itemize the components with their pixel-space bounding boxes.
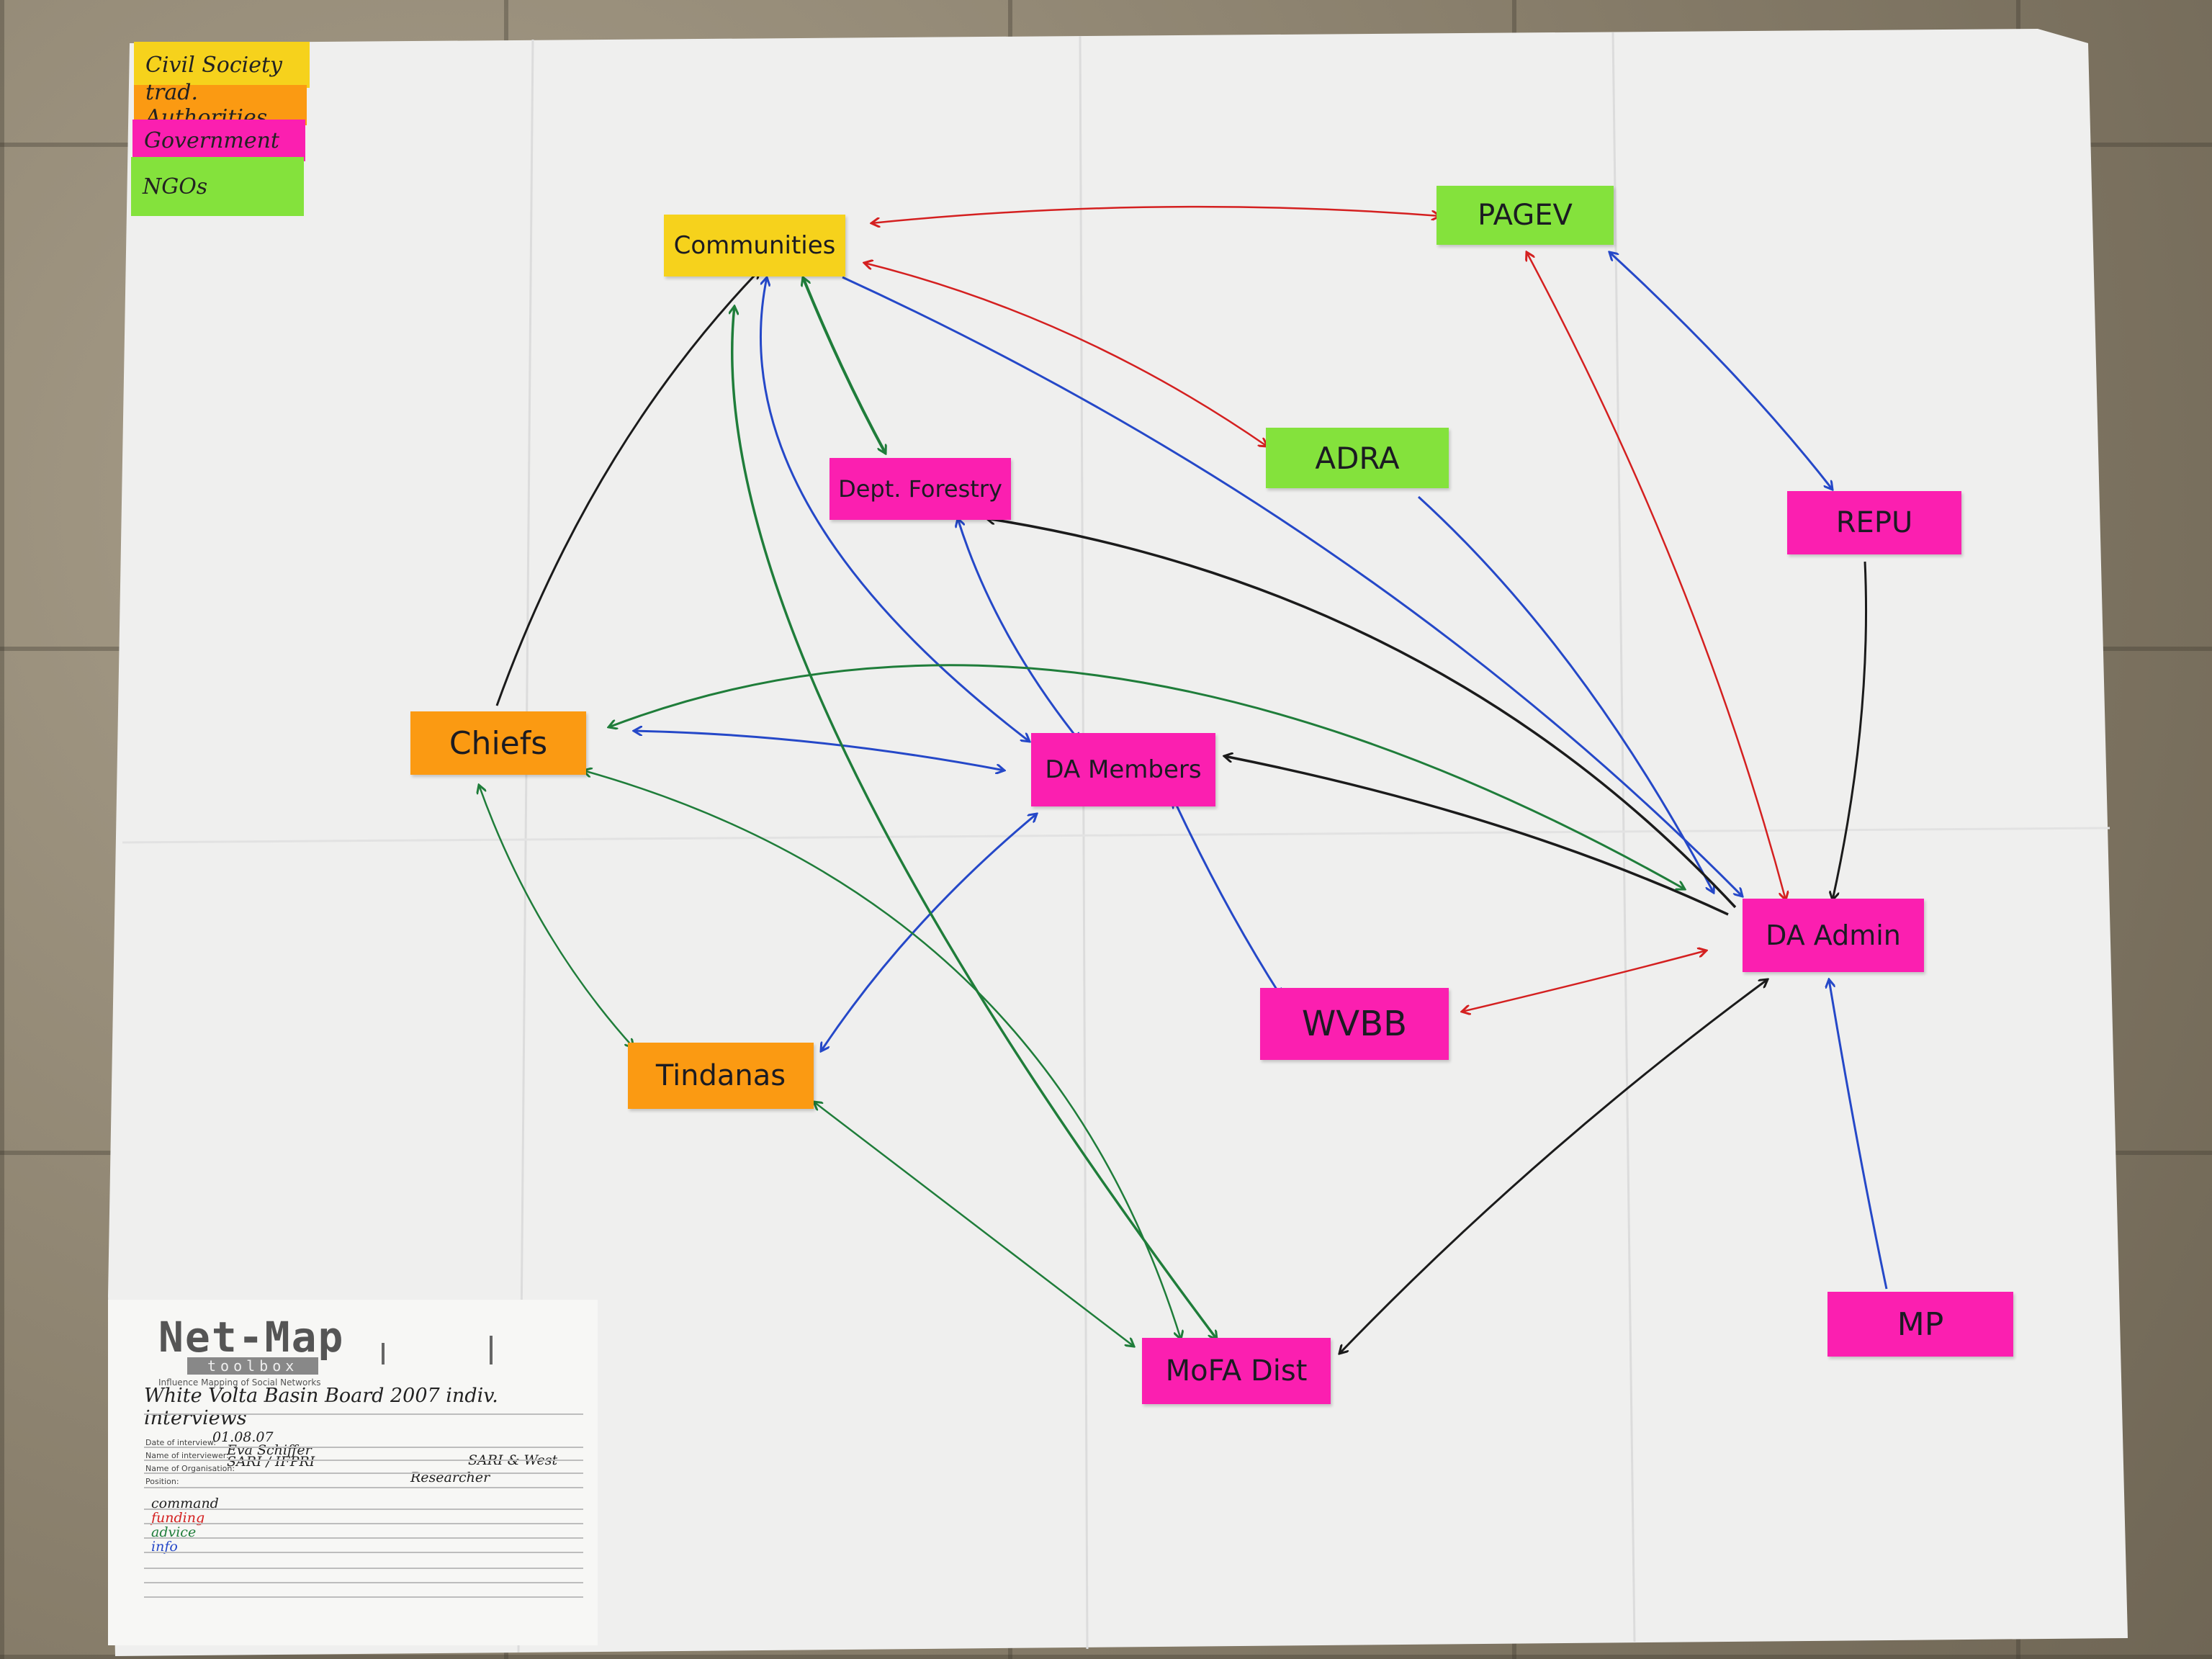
value-organisation: SARI / IFPRI <box>227 1454 315 1470</box>
partner-logo-2 <box>490 1336 579 1364</box>
node-wvbb[interactable]: WVBB <box>1260 988 1449 1060</box>
legend-trad-authorities: trad. Authorities <box>134 80 307 130</box>
link-command <box>1833 561 1868 900</box>
value-date: 01.08.07 <box>212 1429 274 1445</box>
key-advice: advice <box>151 1524 197 1540</box>
label-date: Date of interview: <box>145 1438 216 1447</box>
link-info <box>1609 252 1833 490</box>
value-interviewer: Eva Schiffer <box>227 1442 312 1458</box>
node-mofa-dist[interactable]: MoFA Dist <box>1142 1338 1331 1404</box>
node-adra[interactable]: ADRA <box>1266 428 1449 488</box>
study-title: White Volta Basin Board 2007 indiv. inte… <box>144 1385 498 1429</box>
node-da-admin[interactable]: DA Admin <box>1743 899 1924 972</box>
legend-ngos: NGOs <box>131 157 304 216</box>
form-line <box>144 1568 583 1569</box>
form-line <box>144 1552 583 1553</box>
netmap-tagline: Influence Mapping of Social Networks <box>158 1377 321 1388</box>
netmap-logo-title: Net-Map <box>158 1313 345 1362</box>
node-da-members[interactable]: DA Members <box>1031 733 1215 806</box>
legend-civil-society: Civil Society <box>134 42 310 88</box>
link-advice <box>479 785 634 1048</box>
key-command: command <box>151 1496 219 1511</box>
form-line <box>144 1460 583 1461</box>
link-command <box>495 270 760 706</box>
form-line <box>144 1582 583 1583</box>
link-command <box>1339 979 1768 1354</box>
netmap-form: Net-Map toolbox Influence Mapping of Soc… <box>108 1300 598 1645</box>
key-info: info <box>151 1539 178 1555</box>
link-funding <box>1527 252 1786 900</box>
link-funding <box>871 205 1440 223</box>
label-organisation: Name of Organisation: <box>145 1464 235 1473</box>
node-tindanas[interactable]: Tindanas <box>628 1043 814 1109</box>
node-dept-forestry[interactable]: Dept. Forestry <box>830 458 1011 520</box>
link-advice <box>608 664 1685 889</box>
link-info <box>1829 979 1888 1290</box>
legend-government: Government <box>132 120 305 161</box>
form-line <box>144 1596 583 1598</box>
partner-logo-1 <box>382 1343 471 1364</box>
netmap-logo-subtitle: toolbox <box>187 1357 319 1375</box>
node-pagev[interactable]: PAGEV <box>1437 186 1614 245</box>
link-advice <box>814 1102 1134 1346</box>
form-line <box>144 1487 583 1488</box>
form-line <box>144 1413 583 1415</box>
key-funding: funding <box>151 1510 205 1526</box>
form-line <box>144 1447 583 1448</box>
label-position: Position: <box>145 1477 179 1486</box>
label-interviewer: Name of interviewer: <box>145 1451 229 1460</box>
form-line <box>144 1509 583 1510</box>
form-line <box>144 1523 583 1524</box>
node-repu[interactable]: REPU <box>1787 491 1961 554</box>
form-line <box>144 1537 583 1539</box>
node-chiefs[interactable]: Chiefs <box>410 711 586 775</box>
node-communities[interactable]: Communities <box>664 215 845 276</box>
node-mp[interactable]: MP <box>1827 1292 2013 1357</box>
form-line <box>144 1473 583 1474</box>
